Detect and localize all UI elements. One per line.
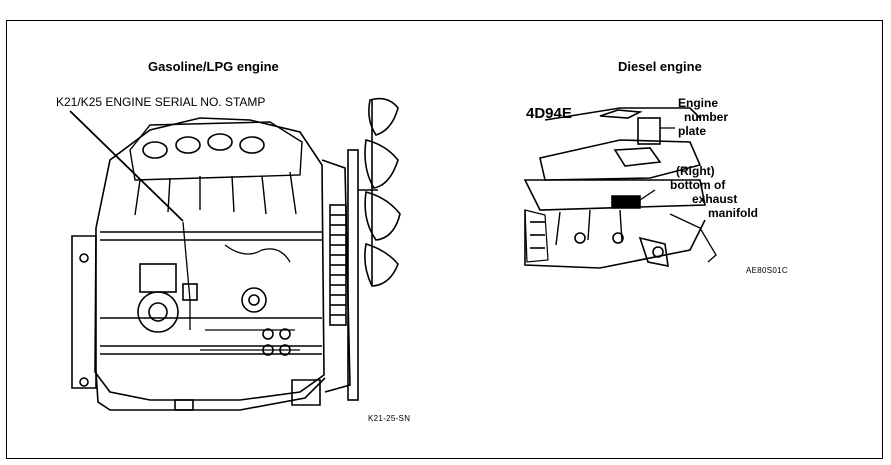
location-label-line: (Right) [676, 164, 715, 178]
plate-label-line: number [684, 110, 729, 124]
figure-frame [6, 20, 883, 459]
exhaust-manifold-location-label: (Right) bottom of exhaust manifold [670, 164, 758, 220]
location-label-line: manifold [708, 206, 758, 220]
location-label-line: bottom of [670, 178, 726, 192]
gasoline-engine-title: Gasoline/LPG engine [148, 59, 279, 74]
engine-number-plate-label: Engine number plate [678, 96, 728, 138]
gasoline-figure-code: K21-25-SN [368, 414, 411, 423]
serial-stamp-label: K21/K25 ENGINE SERIAL NO. STAMP [56, 95, 266, 109]
plate-label-line: plate [678, 124, 707, 138]
diesel-figure-code: AE80S01C [746, 266, 788, 275]
location-label-line: exhaust [692, 192, 738, 206]
diesel-model-label: 4D94E [526, 105, 572, 122]
diesel-engine-title: Diesel engine [618, 59, 702, 74]
plate-label-line: Engine [678, 96, 719, 110]
